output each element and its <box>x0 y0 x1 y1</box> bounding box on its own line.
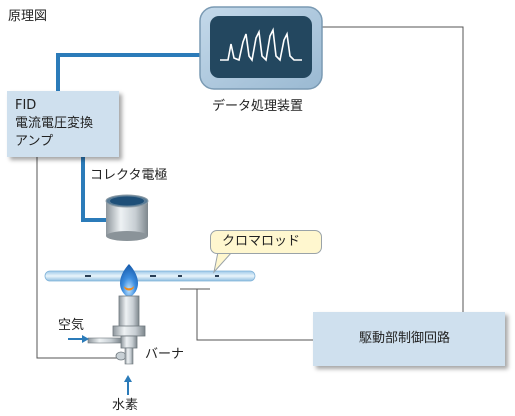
air-label: 空気 <box>58 318 85 333</box>
blue-cables <box>56 53 205 222</box>
page-title: 原理図 <box>8 9 48 24</box>
monitor-icon <box>199 6 323 90</box>
amplifier-line-3: アンプ <box>15 134 54 149</box>
chromarod-callout: クロマロッド <box>210 230 322 254</box>
burner-label: バーナ <box>145 347 185 362</box>
burner-icon <box>87 295 146 365</box>
drive-circuit-box: 駆動部制御回路 <box>313 312 505 366</box>
hydrogen-label: 水素 <box>112 398 139 413</box>
signal-wires <box>36 26 464 359</box>
callout-pointer <box>213 251 234 274</box>
cable-amp-to-collector <box>81 157 112 222</box>
wire-amp-to-burner <box>36 157 117 359</box>
amplifier-box: FID 電流電圧変換 アンプ <box>7 91 119 157</box>
wire-monitor-to-drive <box>318 26 464 312</box>
waveform-icon <box>220 27 302 62</box>
arrow-up-icon <box>124 375 132 395</box>
wire-rod-to-drive <box>196 289 313 341</box>
amplifier-line-2: 電流電圧変換 <box>15 116 94 131</box>
collector-label: コレクタ電極 <box>90 168 168 183</box>
flame-icon <box>119 264 139 298</box>
chromarod-label: クロマロッド <box>222 234 301 249</box>
chromarod <box>44 270 256 282</box>
amplifier-line-1: FID <box>15 98 37 113</box>
cable-amp-to-monitor <box>56 53 205 95</box>
arrow-right-icon <box>68 335 89 343</box>
data-processor-label: データ処理装置 <box>212 99 304 114</box>
drive-circuit-label: 駆動部制御回路 <box>359 331 451 346</box>
collector-electrode-icon <box>105 194 149 241</box>
